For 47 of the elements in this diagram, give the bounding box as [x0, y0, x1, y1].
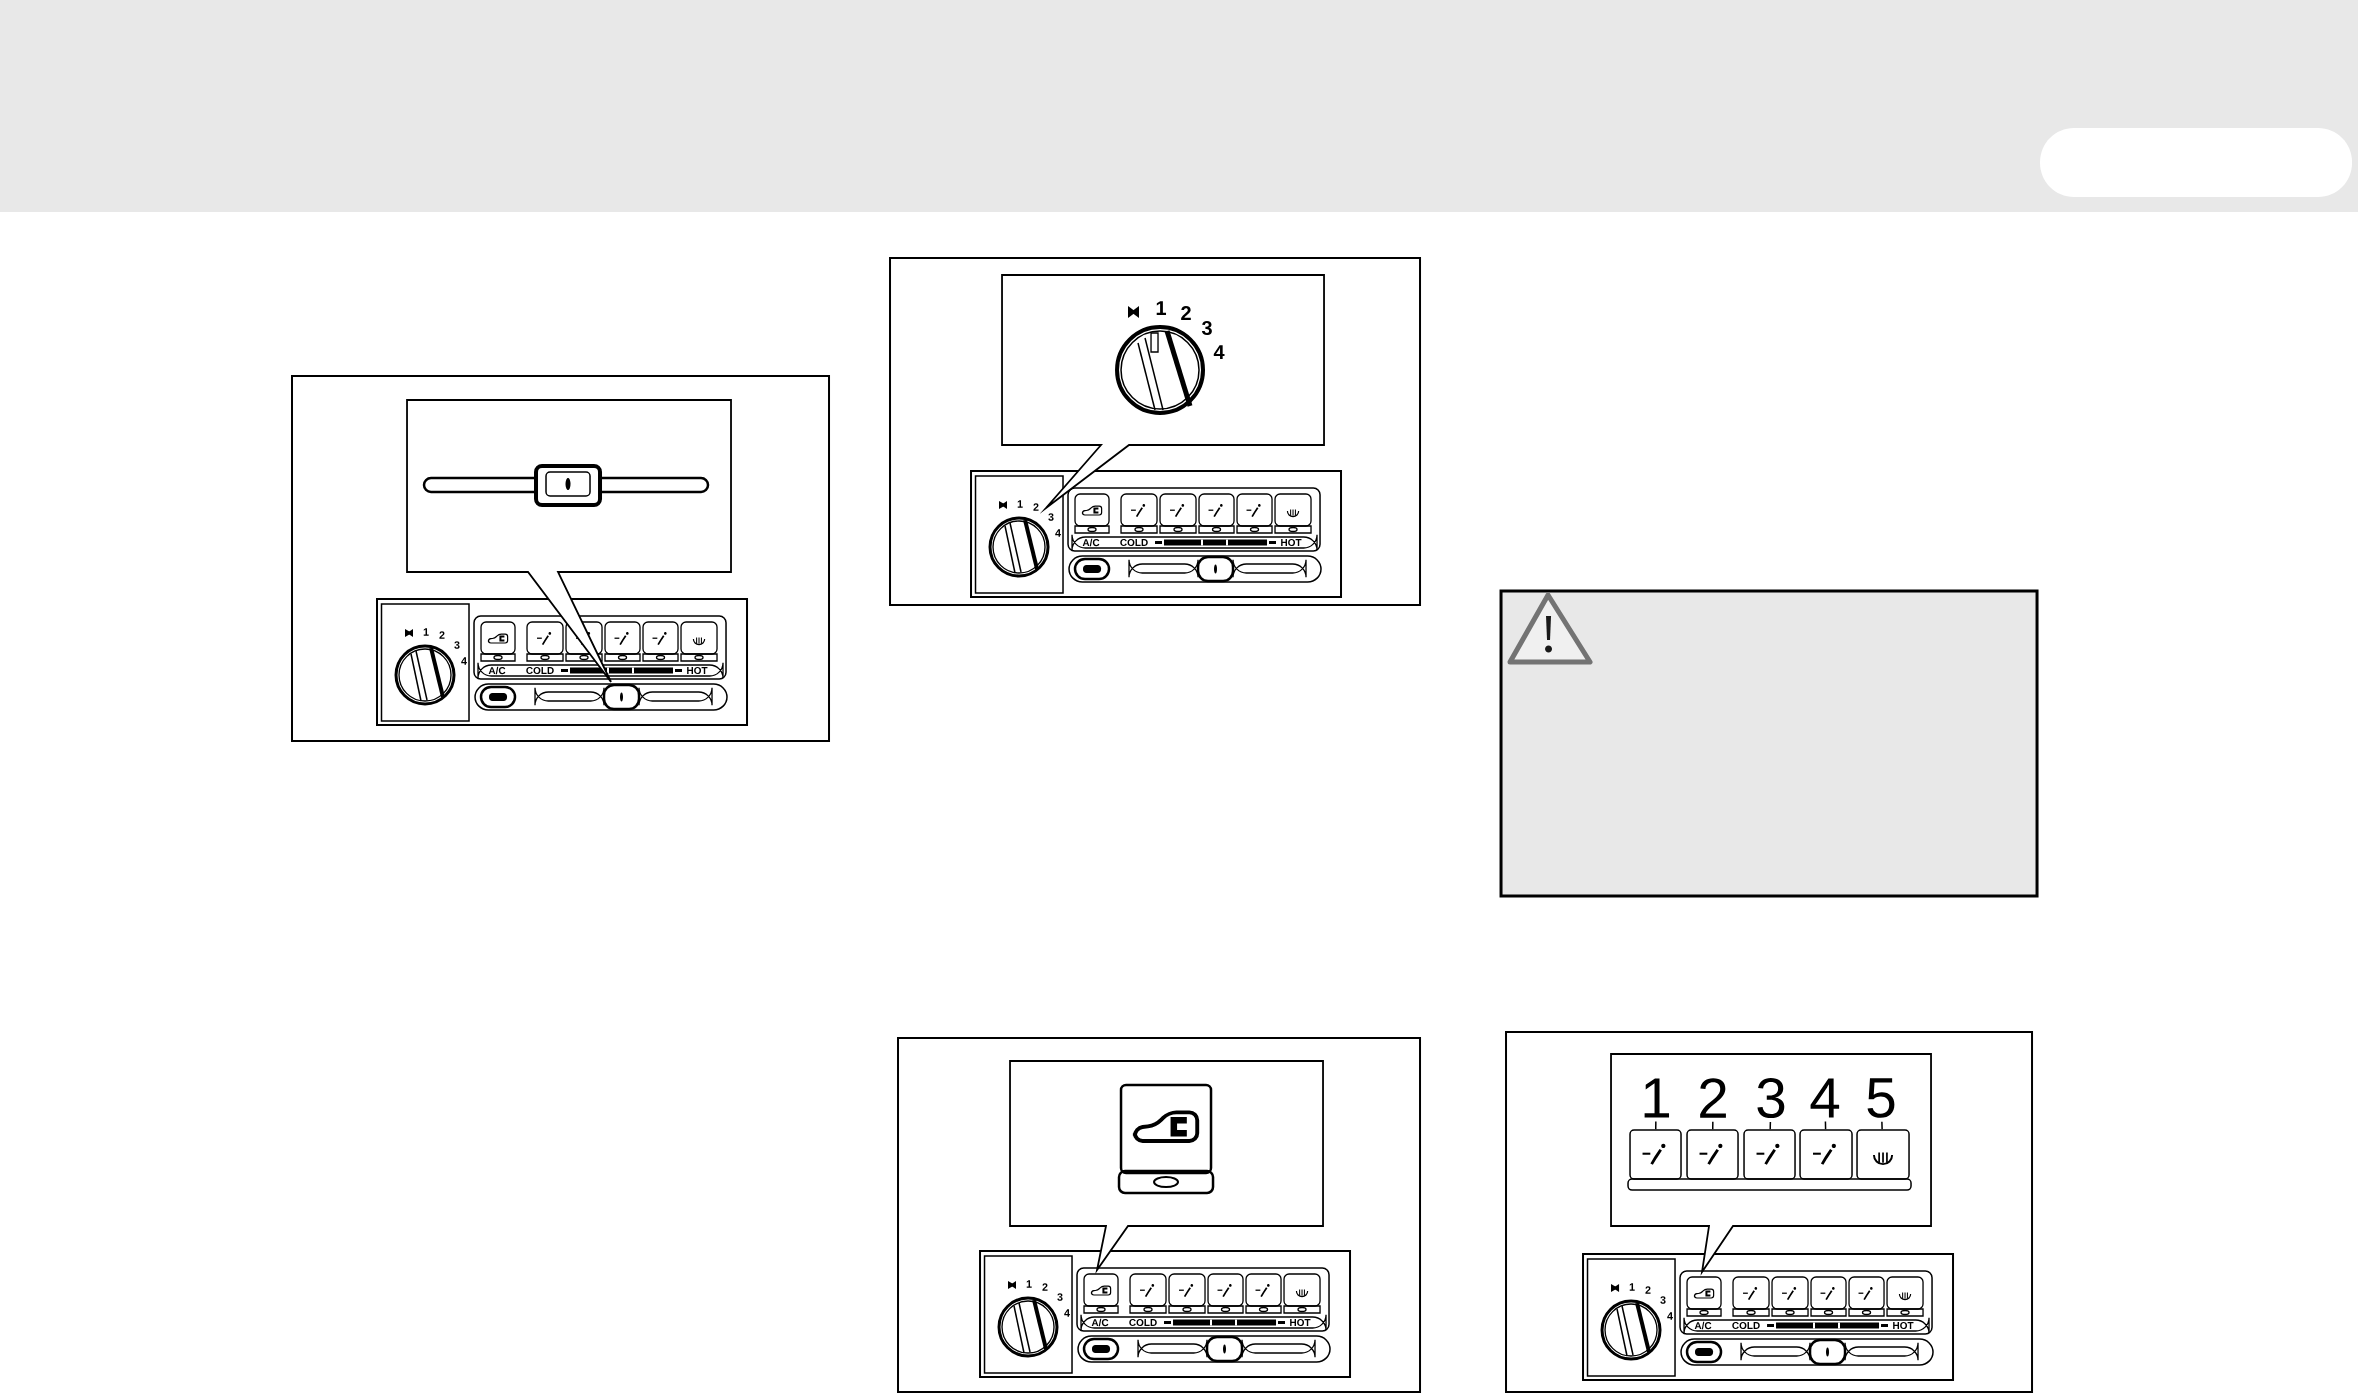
mode-button	[1799, 1129, 1853, 1180]
speed-number: 1	[1017, 500, 1023, 508]
speed-number: 2	[1033, 503, 1039, 511]
speed-number: 3	[1057, 1293, 1063, 1301]
speed-number: 1	[1629, 1283, 1635, 1291]
panel-label: COLD	[526, 667, 554, 675]
speed-number: 4	[1213, 345, 1225, 359]
panel-label: A/C	[488, 666, 506, 675]
speed-number: 2	[1042, 1283, 1048, 1291]
panel-label: HOT	[1290, 1319, 1311, 1327]
speed-number: 1	[1156, 301, 1166, 315]
callout-number: 5	[1867, 1078, 1895, 1118]
panel-label: HOT	[1893, 1322, 1914, 1330]
speed-number: 1	[1026, 1280, 1032, 1288]
callout-number: 4	[1810, 1078, 1840, 1118]
mode-button	[1629, 1129, 1682, 1180]
panel-label: COLD	[1120, 539, 1148, 547]
panel-label: HOT	[687, 667, 708, 675]
speed-number: 4	[1055, 529, 1061, 537]
speed-number: 2	[439, 631, 445, 639]
leader-line	[1769, 1121, 1772, 1130]
panel-label: A/C	[1091, 1318, 1109, 1327]
panel-label: HOT	[1281, 539, 1302, 547]
leader-line	[1712, 1121, 1714, 1130]
mode-button	[1856, 1129, 1910, 1180]
mode-button	[1743, 1129, 1796, 1180]
panel-label: COLD	[1129, 1319, 1157, 1327]
speed-number: 2	[1181, 306, 1191, 320]
speed-number: 1	[423, 628, 429, 636]
panel-label: A/C	[1694, 1321, 1712, 1330]
callout-number: 3	[1757, 1077, 1785, 1119]
panel-label: A/C	[1082, 538, 1100, 547]
speed-number: 4	[461, 657, 467, 665]
panel-label: COLD	[1732, 1322, 1760, 1330]
speed-number: 3	[1201, 320, 1212, 336]
speed-number: 4	[1667, 1312, 1673, 1320]
callout-number: 2	[1700, 1078, 1726, 1118]
leader-line	[1881, 1121, 1883, 1130]
speed-number: 2	[1645, 1286, 1651, 1294]
speed-number: 4	[1064, 1309, 1070, 1317]
callout-number: 1	[1644, 1078, 1669, 1118]
speed-number: 3	[1660, 1296, 1666, 1304]
leader-line	[1655, 1120, 1657, 1130]
leader-line	[1824, 1120, 1827, 1130]
mode-button	[1686, 1129, 1739, 1180]
speed-number: 3	[454, 641, 460, 649]
speed-number: 3	[1048, 513, 1054, 521]
